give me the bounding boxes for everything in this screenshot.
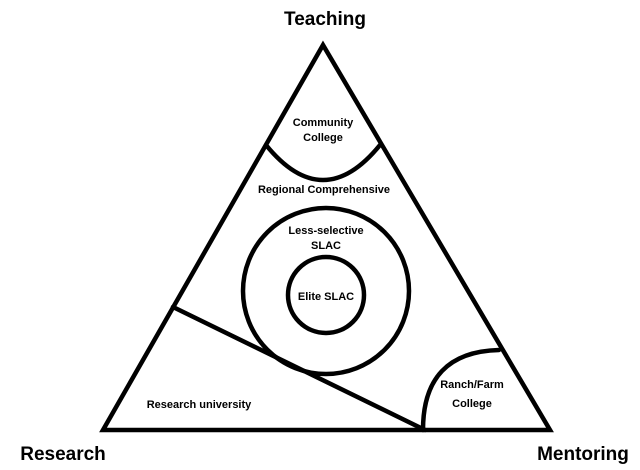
community-college-label-line-1: Community xyxy=(293,117,354,129)
research-university-divider xyxy=(170,304,428,433)
regional-comprehensive-label: Regional Comprehensive xyxy=(258,184,390,196)
outer-triangle xyxy=(99,40,554,433)
less-selective-slac-ring xyxy=(240,205,412,377)
teaching-label: Teaching xyxy=(284,9,366,30)
elite-slac-label: Elite SLAC xyxy=(298,291,354,303)
community-college-label-line-2: College xyxy=(303,132,343,144)
ranch-farm-college-arc xyxy=(420,347,502,433)
less-selective-slac-label-line-2: SLAC xyxy=(311,240,341,252)
research-university-label: Research university xyxy=(147,399,252,411)
mentoring-label: Mentoring xyxy=(537,444,629,465)
research-label: Research xyxy=(20,444,106,465)
elite-slac-ring xyxy=(285,254,367,336)
ranch-farm-college-label-line-1: Ranch/Farm xyxy=(440,379,504,391)
ranch-farm-college-label-line-2: College xyxy=(452,398,492,410)
less-selective-slac-label-line-1: Less-selective xyxy=(288,225,363,237)
community-college-arc xyxy=(263,142,383,183)
